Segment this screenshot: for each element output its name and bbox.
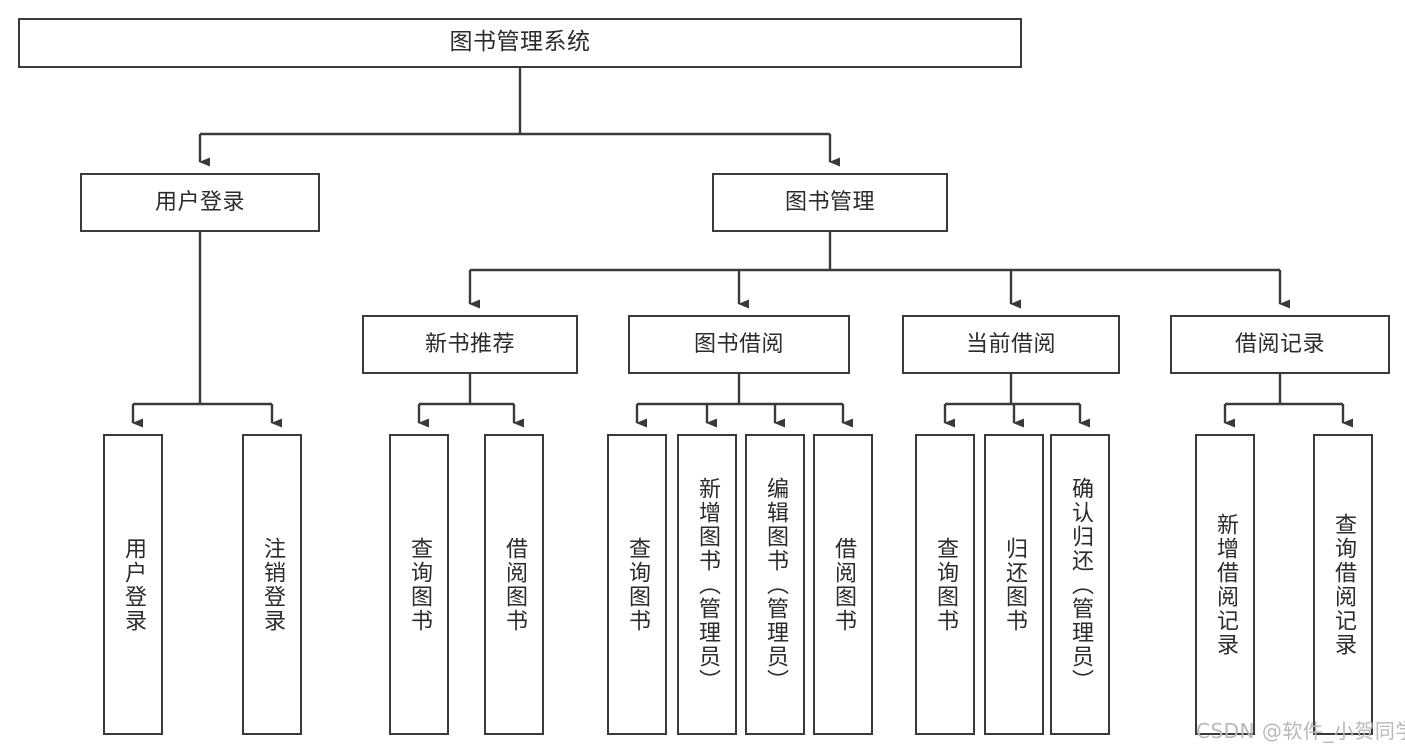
node-leaf-login-2[interactable]: 注销登录 (242, 434, 302, 735)
node-login[interactable]: 用户登录 (80, 173, 320, 232)
node-newbook[interactable]: 新书推荐 (362, 315, 578, 374)
node-leaf-borrow-1[interactable]: 查询图书 (607, 434, 667, 735)
node-label-leaf-borrow-3: 编辑图书（管理员） (762, 476, 788, 693)
node-label-leaf-cur-1: 查询图书 (932, 536, 958, 633)
node-leaf-borrow-2[interactable]: 新增图书（管理员） (677, 434, 737, 735)
node-label-leaf-new-1: 查询图书 (406, 536, 432, 633)
node-label-root: 图书管理系统 (449, 29, 591, 56)
node-leaf-borrow-4[interactable]: 借阅图书 (813, 434, 873, 735)
node-leaf-login-1[interactable]: 用户登录 (103, 434, 163, 735)
node-label-leaf-rec-1: 新增借阅记录 (1212, 512, 1238, 657)
node-leaf-new-1[interactable]: 查询图书 (389, 434, 449, 735)
node-borrow[interactable]: 图书借阅 (628, 315, 850, 374)
node-leaf-new-2[interactable]: 借阅图书 (484, 434, 544, 735)
node-label-leaf-login-2: 注销登录 (259, 536, 285, 633)
node-label-login: 用户登录 (154, 189, 245, 215)
node-current[interactable]: 当前借阅 (902, 315, 1120, 374)
node-root[interactable]: 图书管理系统 (18, 18, 1022, 68)
watermark-label: CSDN @软件_小贺同学 (1196, 719, 1405, 743)
node-label-records: 借阅记录 (1234, 331, 1325, 357)
node-label-leaf-new-2: 借阅图书 (501, 536, 527, 633)
node-bookmgmt[interactable]: 图书管理 (712, 173, 948, 232)
node-label-bookmgmt: 图书管理 (784, 189, 875, 215)
node-label-leaf-borrow-1: 查询图书 (624, 536, 650, 633)
node-leaf-cur-3[interactable]: 确认归还（管理员） (1050, 434, 1110, 735)
node-label-leaf-borrow-2: 新增图书（管理员） (694, 476, 720, 693)
node-label-leaf-cur-2: 归还图书 (1001, 536, 1027, 633)
node-label-leaf-borrow-4: 借阅图书 (830, 536, 856, 633)
node-label-leaf-login-1: 用户登录 (120, 536, 146, 633)
node-label-leaf-cur-3: 确认归还（管理员） (1067, 476, 1093, 693)
node-leaf-borrow-3[interactable]: 编辑图书（管理员） (745, 434, 805, 735)
node-leaf-rec-1[interactable]: 新增借阅记录 (1195, 434, 1255, 735)
node-label-leaf-rec-2: 查询借阅记录 (1330, 512, 1356, 657)
node-leaf-rec-2[interactable]: 查询借阅记录 (1313, 434, 1373, 735)
node-label-borrow: 图书借阅 (693, 331, 784, 357)
node-leaf-cur-1[interactable]: 查询图书 (915, 434, 975, 735)
node-label-current: 当前借阅 (965, 331, 1056, 357)
node-leaf-cur-2[interactable]: 归还图书 (984, 434, 1044, 735)
node-label-newbook: 新书推荐 (424, 331, 515, 357)
node-records[interactable]: 借阅记录 (1170, 315, 1390, 374)
